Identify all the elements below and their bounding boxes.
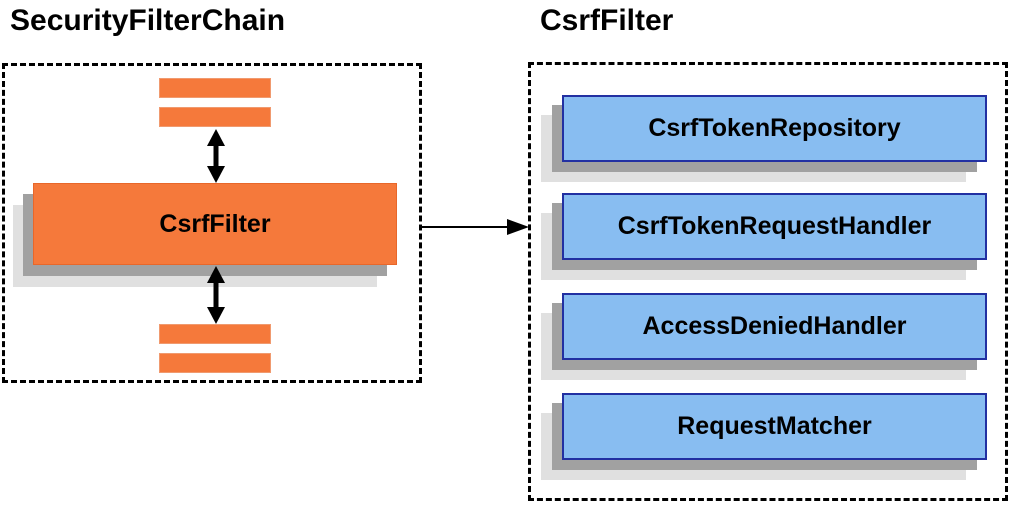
filter-placeholder-bar xyxy=(159,78,271,98)
security-filter-chain-title: SecurityFilterChain xyxy=(10,4,286,37)
filter-placeholder-bar xyxy=(159,353,271,373)
component-label: AccessDeniedHandler xyxy=(642,312,907,340)
csrf-token-repository-node: CsrfTokenRepository xyxy=(562,95,987,162)
csrf-filter-title: CsrfFilter xyxy=(540,4,674,37)
bidirectional-arrow-icon xyxy=(207,266,225,324)
bidirectional-arrow-icon xyxy=(207,129,225,183)
flow-arrow-icon xyxy=(422,219,529,235)
filter-placeholder-bar xyxy=(159,324,271,344)
csrf-filter-container: CsrfTokenRepository CsrfTokenRequestHand… xyxy=(528,62,1008,501)
csrf-filter-node: CsrfFilter xyxy=(33,183,397,265)
component-label: CsrfTokenRepository xyxy=(648,114,901,142)
access-denied-handler-node: AccessDeniedHandler xyxy=(562,293,987,360)
component-label: RequestMatcher xyxy=(677,412,872,440)
component-label: CsrfTokenRequestHandler xyxy=(617,212,932,240)
filter-placeholder-bar xyxy=(159,107,271,127)
security-filter-chain-container: CsrfFilter xyxy=(2,63,422,383)
request-matcher-node: RequestMatcher xyxy=(562,393,987,460)
csrf-filter-node-label: CsrfFilter xyxy=(159,209,271,238)
csrf-token-request-handler-node: CsrfTokenRequestHandler xyxy=(562,193,987,260)
